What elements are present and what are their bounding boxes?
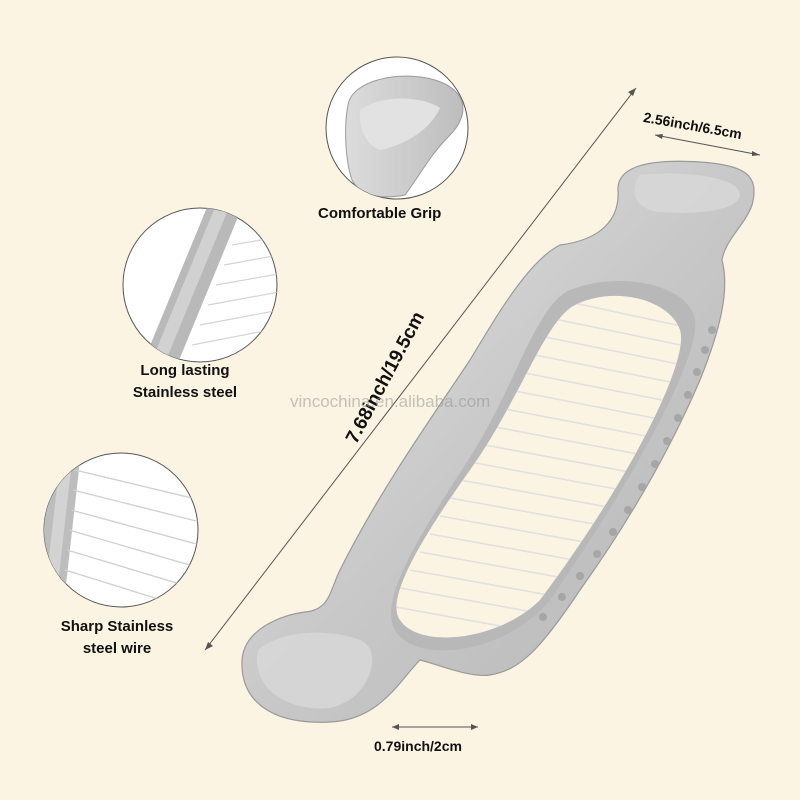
wire-label: Sharp Stainless steel wire: [42, 616, 192, 660]
width-dimension-line: [654, 134, 761, 156]
wire-detail-circle: [43, 452, 199, 608]
steel-label-line2: Stainless steel: [132, 384, 238, 401]
steel-label-line1: Long lasting: [140, 362, 230, 379]
butter-slicer: [241, 160, 755, 723]
handle-dimension-label: 0.79inch/2cm: [374, 738, 462, 754]
steel-label: Long lasting Stainless steel: [120, 360, 250, 404]
grip-label: Comfortable Grip: [318, 205, 442, 222]
watermark-text: vincochina.en.alibaba.com: [290, 392, 491, 411]
handle-dimension-line: [392, 724, 478, 730]
wire-label-line2: steel wire: [82, 640, 152, 657]
grip-detail-circle: [325, 56, 469, 200]
length-dimension-line: [204, 87, 637, 651]
steel-detail-circle: [122, 207, 278, 363]
wire-label-line1: Sharp Stainless: [60, 618, 174, 635]
